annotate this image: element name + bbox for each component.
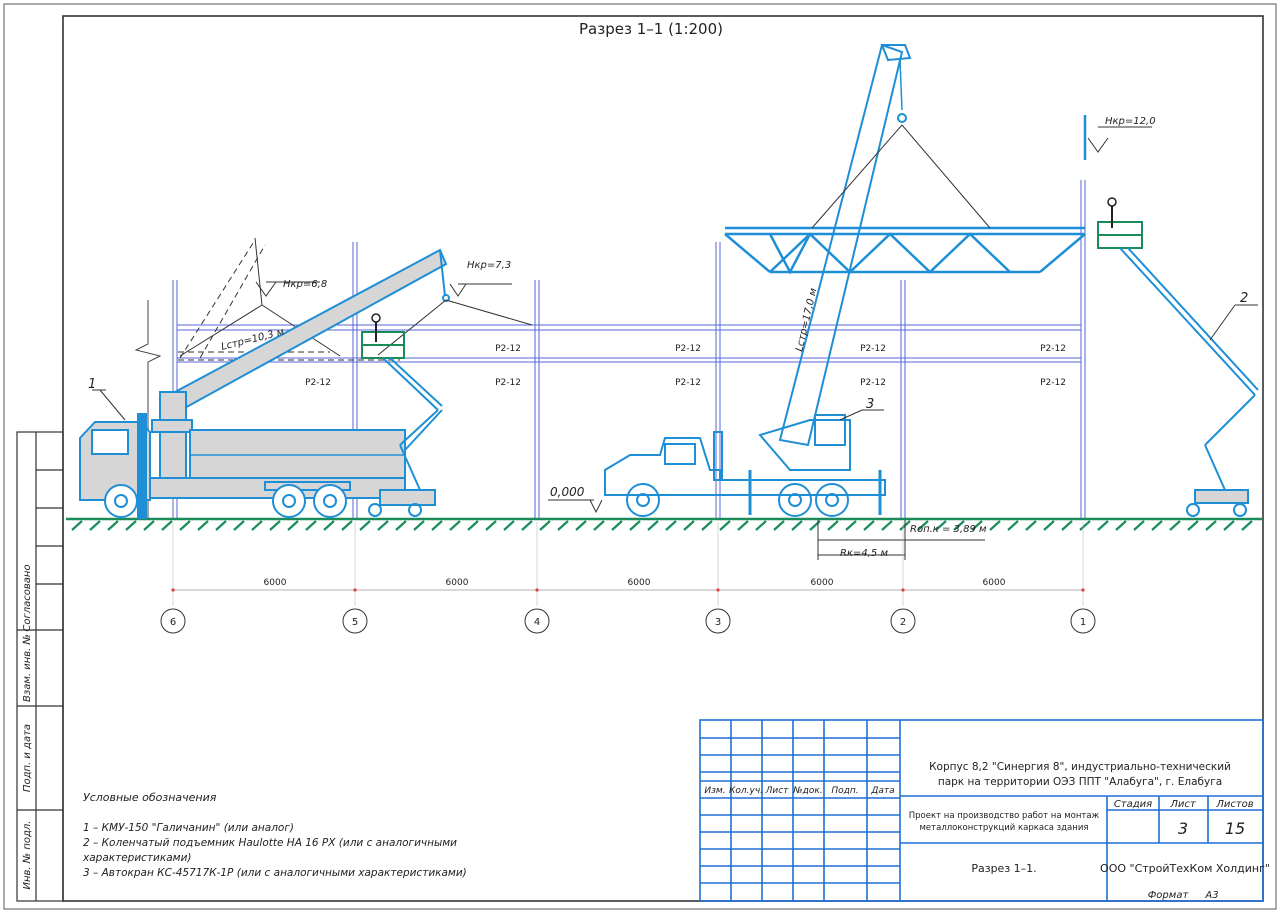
sheets-value: 15 <box>1225 819 1245 838</box>
legend-item: 3 – Автокран КС-45717К-1Р (или с аналоги… <box>83 867 467 879</box>
ground-line <box>66 517 1262 531</box>
beam-label: P2-12 <box>495 378 521 388</box>
project-name-line1: Корпус 8,2 "Синергия 8", индустриально-т… <box>929 761 1231 773</box>
truck-crane-3 <box>604 43 991 517</box>
svg-text:Согласовано: Согласовано <box>22 564 33 631</box>
roof-truss <box>724 226 1086 275</box>
beam-label: P2-12 <box>860 344 886 354</box>
truck-crane-1 <box>79 237 533 519</box>
beam-label: P2-12 <box>495 344 521 354</box>
svg-text:3: 3 <box>866 397 874 412</box>
svg-text:Rк=4,5 м: Rк=4,5 м <box>840 548 888 559</box>
callouts: 1 2 3 <box>88 291 1258 421</box>
dim-label: 6000 <box>983 578 1006 588</box>
radius-dims: Rоп.к = 3,89 м Rк=4,5 м <box>817 520 987 560</box>
project-name-line2: парк на территории ОЭЗ ППТ "Алабуга", г.… <box>938 776 1222 788</box>
break-line <box>134 300 162 518</box>
doc-name-line2: металлоконструкций каркаса здания <box>920 823 1089 833</box>
company-name: ООО "СтройТехКом Холдинг" <box>1100 862 1270 875</box>
stage-label: Стадия <box>1114 799 1152 810</box>
svg-text:Hкр=12,0: Hкр=12,0 <box>1105 116 1156 127</box>
legend-item: 1 – КМУ-150 "Галичанин" (или аналог) <box>83 822 294 834</box>
axis-label: 6 <box>170 617 176 628</box>
sheet-title: Разрез 1–1. <box>971 862 1036 875</box>
title-block <box>699 719 1264 902</box>
dim-label: 6000 <box>811 578 834 588</box>
beam-label: P2-12 <box>675 344 701 354</box>
svg-text:Rоп.к = 3,89 м: Rоп.к = 3,89 м <box>910 524 987 535</box>
sheets-label: Листов <box>1215 799 1253 810</box>
dimension-chain: 6000 6000 6000 6000 6000 <box>171 522 1085 606</box>
sheet-outer-border <box>3 3 1277 910</box>
building-frame <box>172 180 1086 518</box>
dim-label: 6000 <box>628 578 651 588</box>
svg-text:Подп.: Подп. <box>831 786 858 796</box>
svg-text:Взам. инв. №: Взам. инв. № <box>22 634 33 702</box>
svg-text:0,000: 0,000 <box>550 485 585 499</box>
axis-labels: 6 5 4 3 2 1 <box>170 617 1086 628</box>
axis-markers <box>160 608 1096 634</box>
svg-text:Изм.: Изм. <box>704 786 725 796</box>
beam-labels: P2-12 P2-12 P2-12 P2-12 P2-12 P2-12 P2-1… <box>305 344 1066 388</box>
axis-label: 5 <box>352 617 358 628</box>
format-value: А3 <box>1204 890 1218 901</box>
height-mark-1: Hкр=6,8 <box>255 279 327 297</box>
svg-text:Hкр=7,3: Hкр=7,3 <box>467 260 511 271</box>
svg-text:1: 1 <box>88 377 96 392</box>
beam-label: P2-12 <box>675 378 701 388</box>
dim-label: 6000 <box>264 578 287 588</box>
legend-item: характеристиками) <box>82 852 192 864</box>
axis-label: 4 <box>534 617 540 628</box>
beam-label: P2-12 <box>1040 378 1066 388</box>
legend-title: Условные обозначения <box>83 791 217 804</box>
dim-label: 6000 <box>446 578 469 588</box>
doc-name-line1: Проект на производство работ на монтаж <box>909 811 1100 821</box>
beam-label: P2-12 <box>1040 344 1066 354</box>
svg-text:Дата: Дата <box>870 786 894 796</box>
sheet-label: Лист <box>1169 799 1197 810</box>
title-block-headers: Изм. Кол.уч. Лист №док. Подп. Дата <box>704 786 894 796</box>
svg-text:Подп. и дата: Подп. и дата <box>22 724 33 792</box>
axis-label: 3 <box>715 617 721 628</box>
legend-item: 2 – Коленчатый подъемник Haulotte HA 16 … <box>83 837 457 849</box>
beam-label: P2-12 <box>860 378 886 388</box>
svg-text:Инв. № подл.: Инв. № подл. <box>22 821 33 890</box>
svg-text:Лист: Лист <box>765 786 790 796</box>
sheet-value: 3 <box>1178 819 1188 838</box>
height-mark-2: Hкр=7,3 <box>449 260 512 297</box>
side-stamp-labels: Согласовано Взам. инв. № Подп. и дата Ин… <box>22 564 33 889</box>
format-label: Формат <box>1148 890 1190 901</box>
boom-lift-right <box>1083 115 1259 517</box>
legend: Условные обозначения 1 – КМУ-150 "Галича… <box>82 791 467 879</box>
axis-label: 1 <box>1080 617 1086 628</box>
boom-length-2: Lстр=17,0 м <box>794 287 819 353</box>
svg-text:2: 2 <box>1240 291 1248 306</box>
beam-label: P2-12 <box>305 378 331 388</box>
drawing-title: Разрез 1–1 (1:200) <box>579 20 723 38</box>
svg-text:Кол.уч.: Кол.уч. <box>729 786 763 796</box>
svg-text:№док.: №док. <box>792 786 822 796</box>
boom-lift-left <box>361 313 443 517</box>
height-mark-3: Hкр=12,0 <box>1087 116 1156 153</box>
axis-label: 2 <box>900 617 906 628</box>
level-mark: 0,000 <box>548 485 603 514</box>
side-stamp <box>16 431 64 902</box>
svg-text:Hкр=6,8: Hкр=6,8 <box>283 279 327 290</box>
